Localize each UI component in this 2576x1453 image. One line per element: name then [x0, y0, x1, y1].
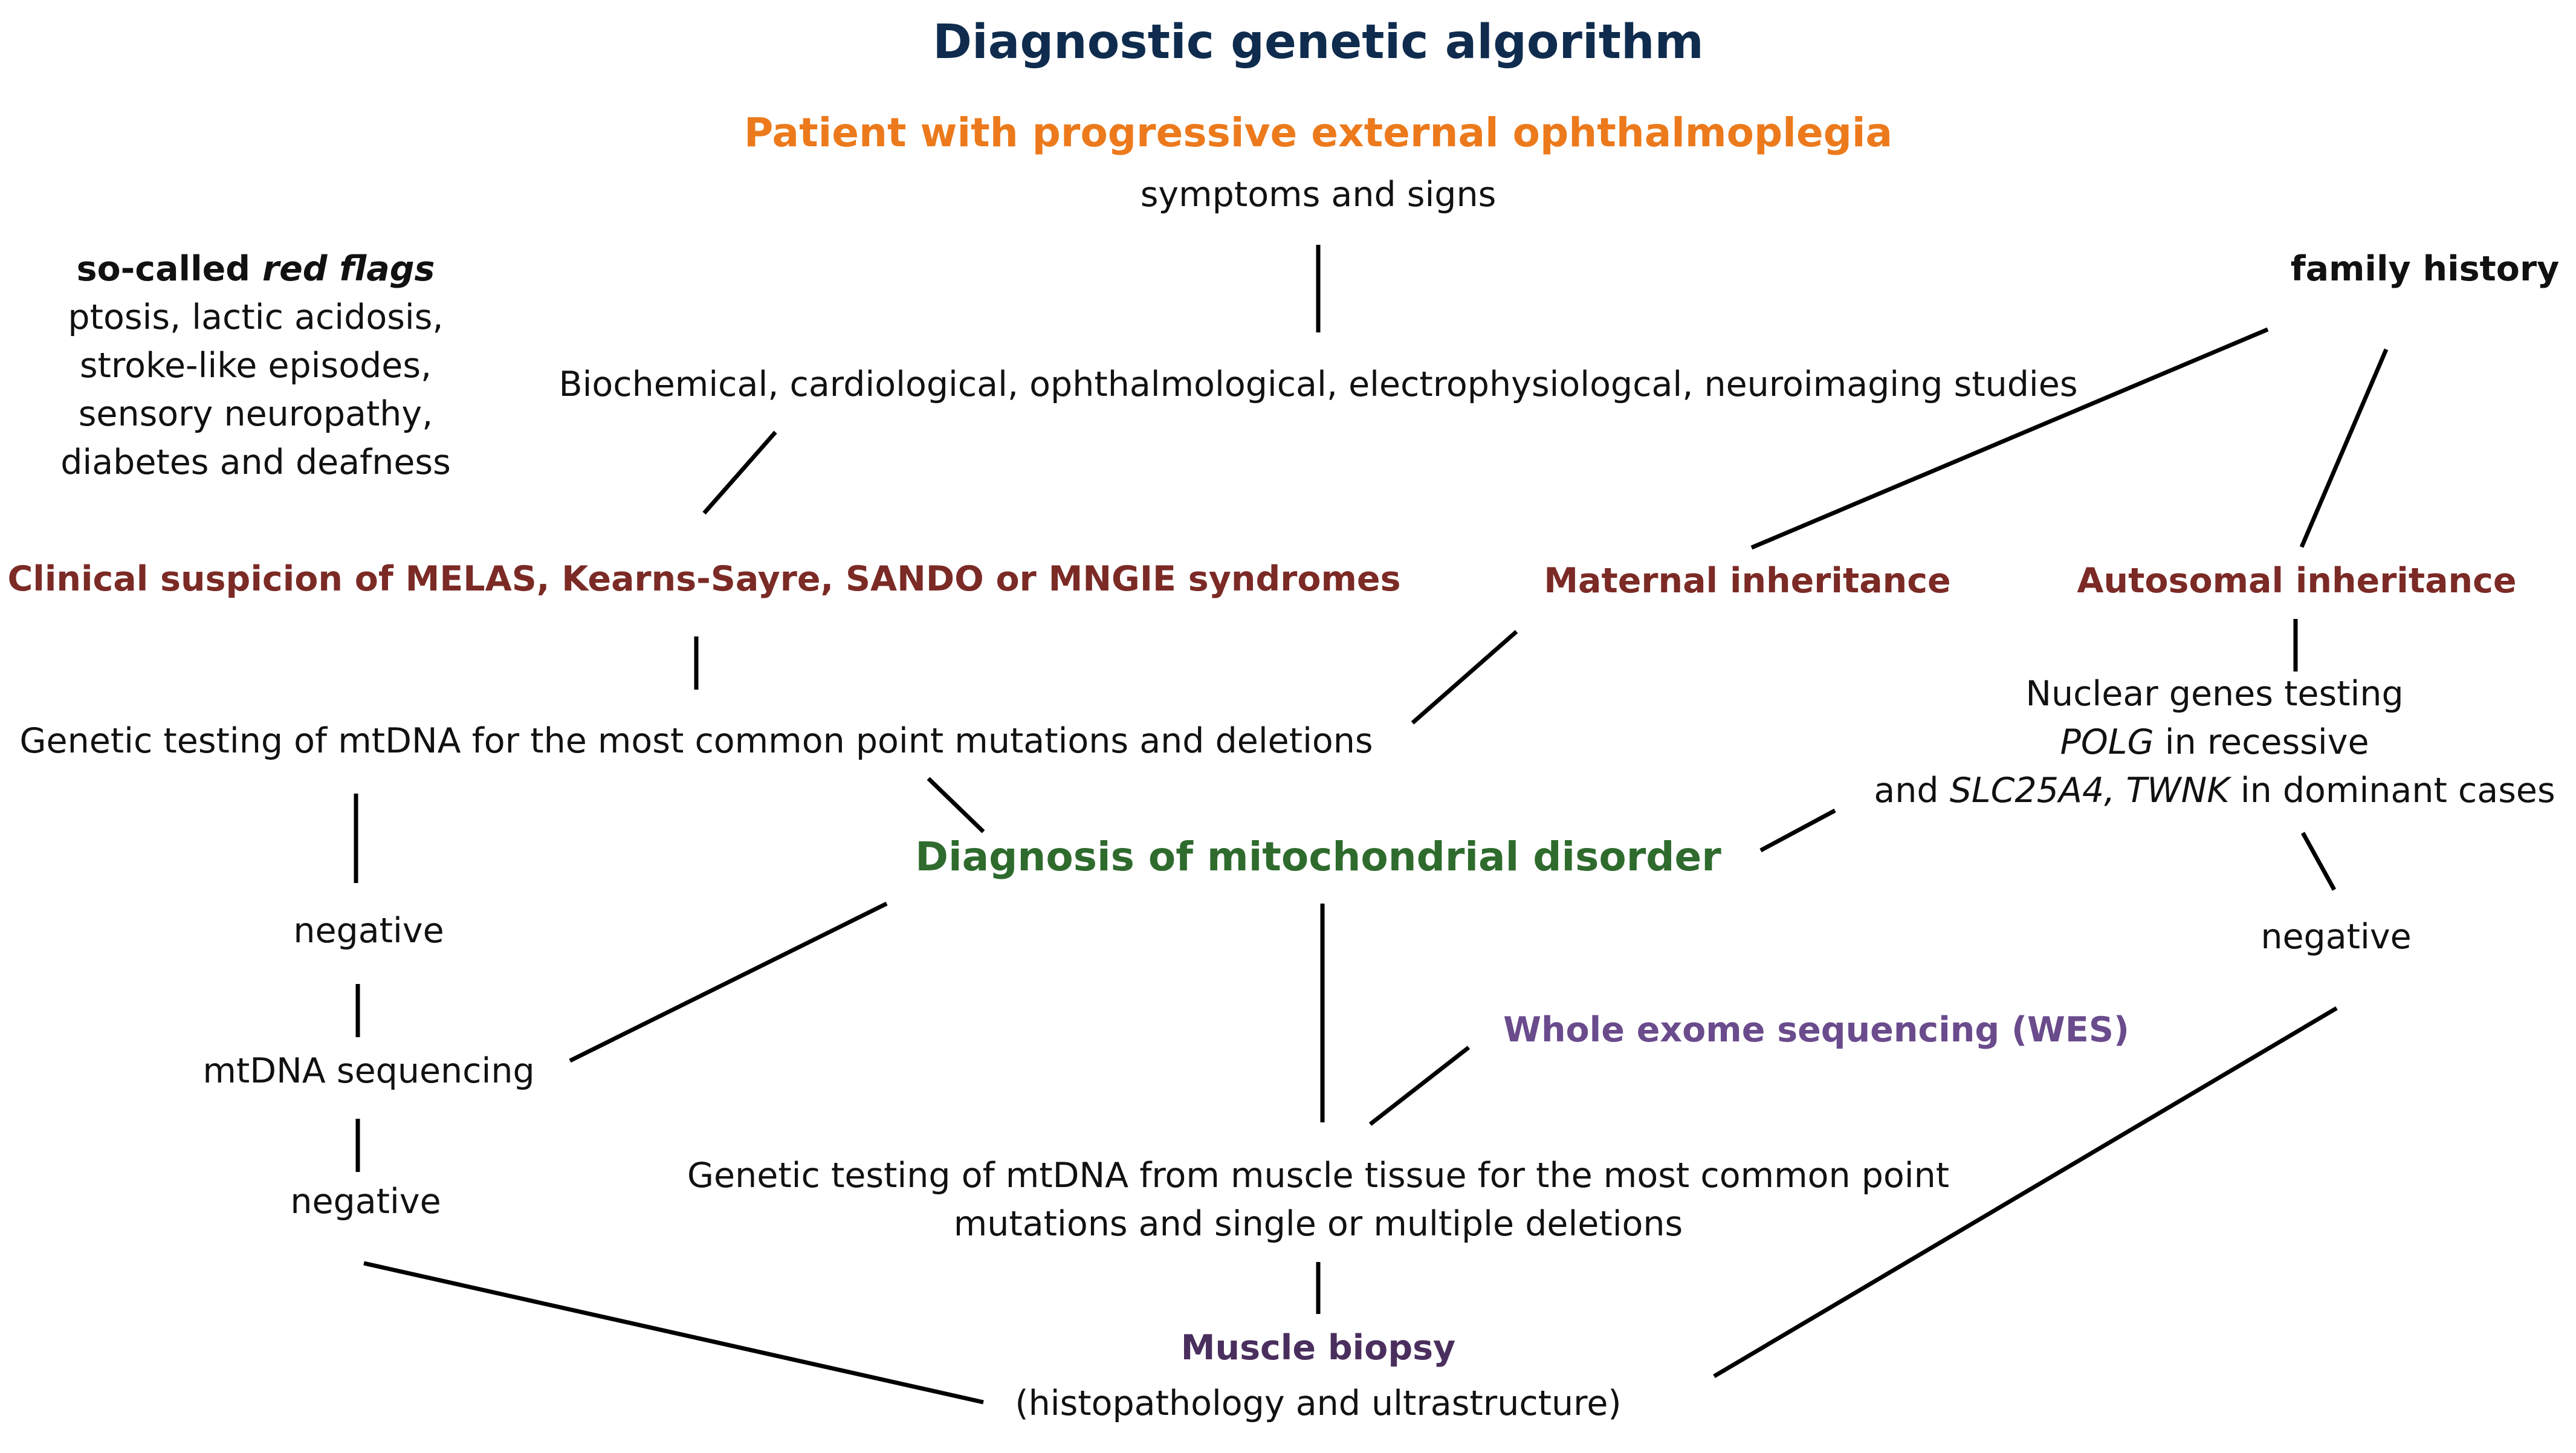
arrow-studies-to-suspicion [702, 430, 777, 515]
muscle-testing-block: Genetic testing of mtDNA from muscle tis… [687, 1151, 1949, 1248]
arrow-testing-to-diagnosis [927, 777, 985, 833]
muscle-testing-line1: Genetic testing of mtDNA from muscle tis… [687, 1156, 1950, 1196]
muscle-biopsy-label: Muscle biopsy [1180, 1328, 1456, 1368]
patient-label: Patient with progressive external ophtha… [743, 109, 1893, 156]
arrow-nuclear-to-diagnosis [1759, 808, 1836, 853]
symptoms-label: symptoms and signs [1140, 175, 1497, 215]
red-flags-emph: red flags [262, 249, 435, 289]
nuclear-genes-line2: POLG in recessive [1874, 718, 2555, 766]
studies-label: Biochemical, cardiological, ophthalmolog… [558, 364, 2078, 404]
red-flag-line: sensory neuropathy, [78, 394, 433, 434]
gene-slc-twnk: SLC25A4, TWNK [1949, 771, 2230, 811]
muscle-biopsy-sub: (histopathology and ultrastructure) [1015, 1383, 1622, 1423]
and-text: and [1874, 771, 1950, 811]
dominant-text: in dominant cases [2229, 771, 2555, 811]
mtdna-testing-label: Genetic testing of mtDNA for the most co… [19, 721, 1373, 761]
gene-polg: POLG [2060, 722, 2154, 762]
wes-label: Whole exome sequencing (WES) [1503, 1010, 2129, 1050]
diagram-title: Diagnostic genetic algorithm [933, 15, 1704, 70]
negative-label-1: negative [293, 911, 444, 951]
muscle-testing-line2: mutations and single or multiple deletio… [953, 1204, 1683, 1244]
red-flag-line: diabetes and deafness [60, 442, 451, 482]
red-flags-block: so-called red flags ptosis, lactic acido… [60, 245, 451, 487]
red-flags-prefix: so-called [76, 249, 262, 289]
negative-label-2: negative [290, 1182, 441, 1222]
arrow-negative-to-biopsy-left [363, 1261, 984, 1405]
arrow-family-to-maternal [1750, 327, 2269, 550]
clinical-suspicion-label: Clinical suspicion of MELAS, Kearns-Sayr… [7, 559, 1401, 599]
arrow-muscle-testing-to-wes [1368, 1046, 1471, 1126]
recessive-text: in recessive [2154, 722, 2369, 762]
red-flags-heading: so-called red flags [60, 245, 451, 293]
red-flag-line: stroke-like episodes, [79, 346, 432, 386]
red-flag-line: ptosis, lactic acidosis, [68, 297, 444, 337]
arrow-mtdna-seq-to-diagnosis [569, 901, 888, 1063]
nuclear-genes-line3: and SLC25A4, TWNK in dominant cases [1874, 766, 2555, 815]
nuclear-genes-block: Nuclear genes testing POLG in recessive … [1874, 670, 2555, 815]
arrow-nuclear-to-negative [2300, 832, 2337, 891]
family-history-label: family history [2290, 249, 2560, 289]
maternal-inheritance-label: Maternal inheritance [1544, 561, 1951, 601]
mtdna-sequencing-label: mtDNA sequencing [202, 1051, 535, 1091]
arrow-family-to-autosomal [2299, 348, 2389, 548]
negative-label-3: negative [2260, 917, 2412, 957]
arrow-negative-to-biopsy-right [1713, 1006, 2338, 1379]
nuclear-genes-line1: Nuclear genes testing [2025, 674, 2404, 714]
arrow-maternal-to-testing [1411, 630, 1518, 725]
diagnosis-label: Diagnosis of mitochondrial disorder [915, 833, 1721, 880]
autosomal-inheritance-label: Autosomal inheritance [2077, 561, 2517, 601]
